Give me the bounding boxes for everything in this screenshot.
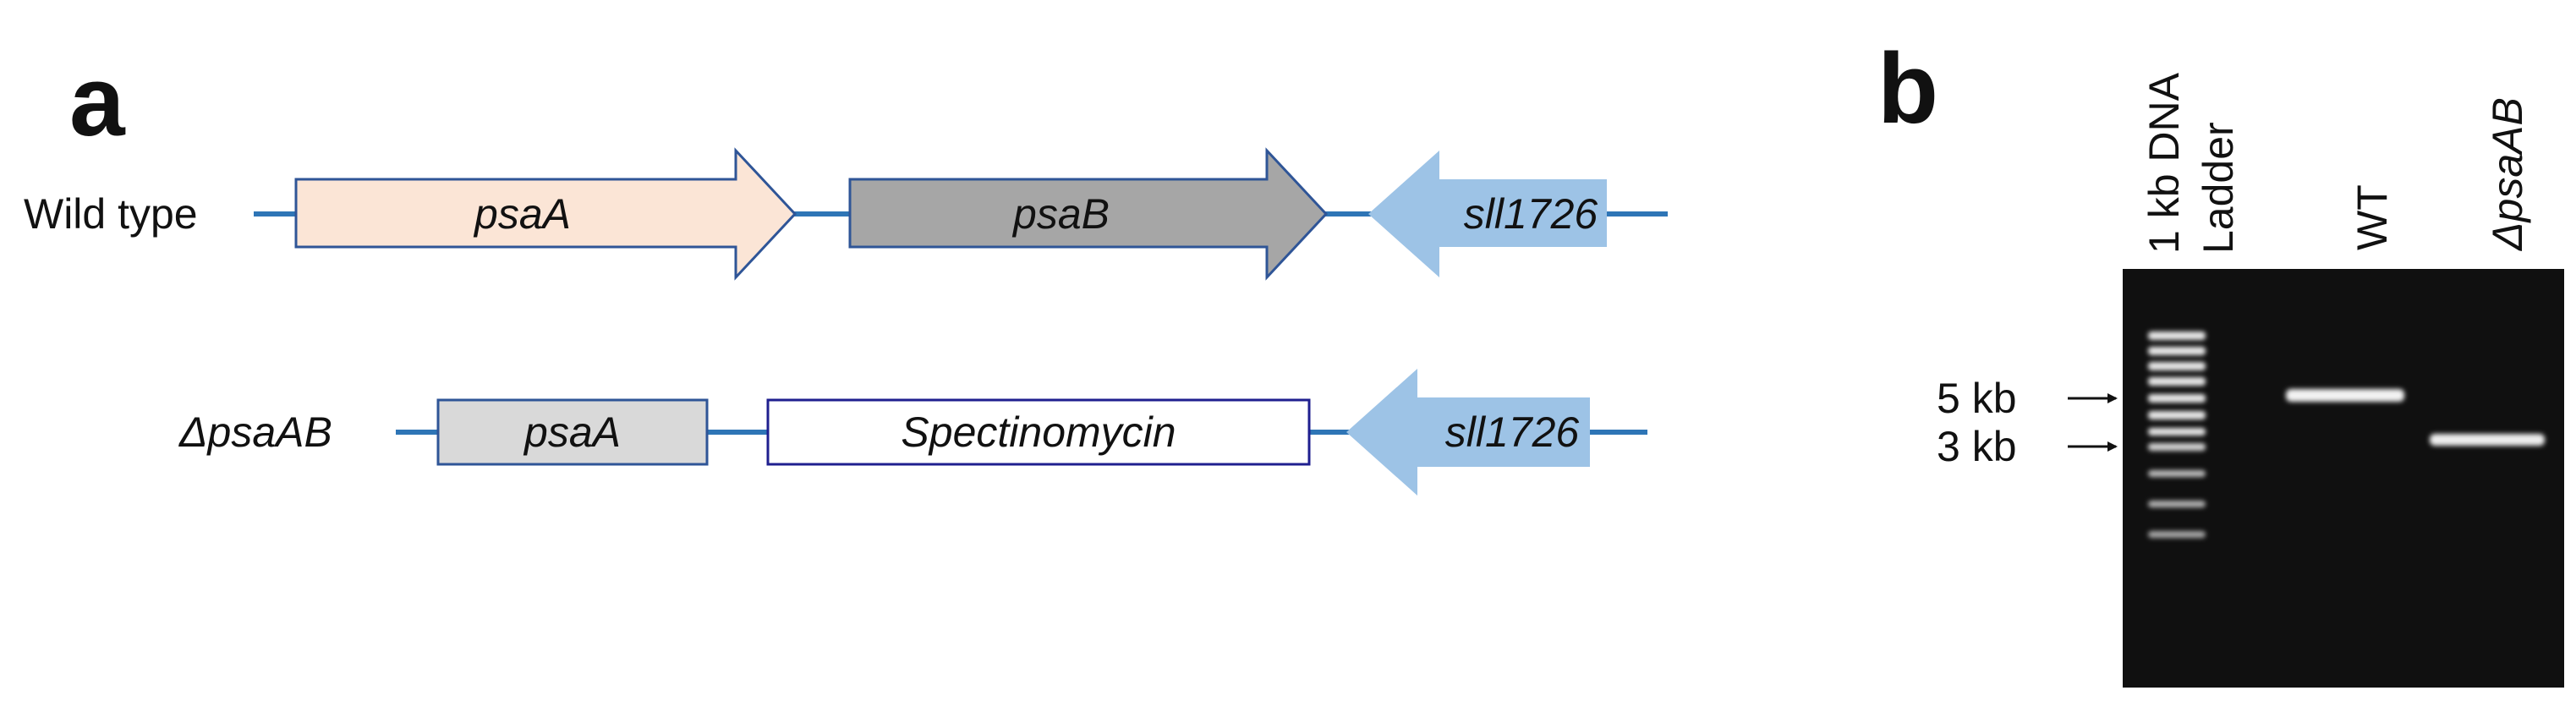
- mutant-label: ΔpsaAB: [178, 408, 332, 456]
- ladder-band: [2148, 428, 2206, 436]
- size-marker-3kb-label: 3 kb: [1937, 423, 2017, 470]
- mutant-band: [2430, 434, 2545, 446]
- panel-a: a Wild type psaA psaB sll1726 ΔpsaAB psa…: [24, 46, 1668, 496]
- mutant-row: ΔpsaAB psaA Spectinomycin sll1726: [178, 369, 1647, 496]
- panel-a-letter: a: [69, 46, 126, 157]
- ladder-band: [2148, 332, 2206, 340]
- psaA-gene-arrow: [294, 147, 797, 281]
- wild-type-label: Wild type: [24, 190, 198, 238]
- ladder-band: [2148, 470, 2206, 477]
- psaB-gene-arrow: [848, 147, 1329, 281]
- wild-type-row: Wild type psaA psaB sll1726: [24, 147, 1668, 281]
- sll1726-mutant-gene-label: sll1726: [1445, 408, 1580, 456]
- sll1726-mutant-gene-arrow: [1346, 369, 1590, 496]
- ladder-band: [2148, 347, 2206, 355]
- size-marker-5kb-label: 5 kb: [1937, 375, 2017, 422]
- wt-lane-label: WT: [2349, 184, 2396, 250]
- psaB-gene-label: psaB: [1011, 190, 1110, 238]
- ladder-band: [2148, 501, 2206, 507]
- ladder-band: [2148, 411, 2206, 419]
- ladder-band: [2148, 394, 2206, 403]
- panel-b: b 1 kb DNA Ladder WT ΔpsaAB 5 kb 3 kb: [1877, 33, 2564, 688]
- ladder-band: [2148, 362, 2206, 370]
- ladder-band: [2148, 377, 2206, 386]
- psaA-gene-label: psaA: [473, 190, 571, 238]
- ladder-lane-label-line2: Ladder: [2195, 122, 2242, 254]
- ladder-band: [2148, 531, 2206, 538]
- panel-b-letter: b: [1877, 33, 1938, 145]
- mutant-lane-label: ΔpsaAB: [2484, 97, 2531, 251]
- spectinomycin-cassette-label: Spectinomycin: [901, 408, 1176, 456]
- psaA-remnant-label: psaA: [523, 408, 621, 456]
- ladder-band: [2148, 443, 2206, 451]
- wt-band: [2286, 389, 2404, 402]
- ladder-lane-label-line1: 1 kb DNA: [2140, 72, 2188, 254]
- sll1726-gene-arrow: [1368, 151, 1607, 277]
- sll1726-gene-label: sll1726: [1464, 190, 1598, 238]
- ladder-bands: [2148, 332, 2206, 538]
- psaA-remnant-box: [436, 398, 709, 466]
- spectinomycin-cassette-box: [766, 398, 1311, 466]
